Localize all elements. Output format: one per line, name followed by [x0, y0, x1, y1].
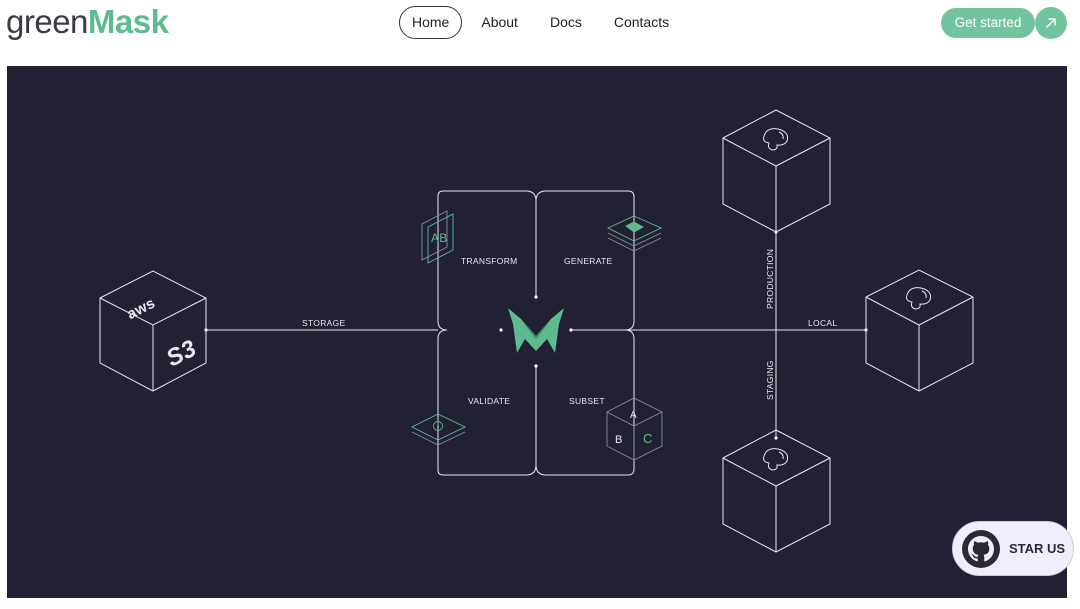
production-label: PRODUCTION [765, 249, 775, 309]
hero-diagram: aws S3 STORAGE TRANSFORM GENERATE VALIDA… [7, 66, 1067, 598]
main-nav: Home About Docs Contacts [399, 6, 688, 39]
brand-logo[interactable]: greenMask [6, 3, 169, 40]
transform-cards-icon [421, 210, 454, 264]
local-label: LOCAL [808, 318, 837, 328]
logo-mark: M [87, 3, 116, 40]
local-postgres-cube-icon [865, 269, 974, 392]
subset-letter-b: B [615, 434, 623, 446]
github-icon [962, 529, 1000, 568]
staging-label: STAGING [765, 360, 775, 400]
site-header: greenMask Home About Docs Contacts Get s… [0, 0, 1080, 62]
subset-letter-a: A [630, 410, 637, 421]
transform-letters: AB [431, 231, 448, 245]
nav-about[interactable]: About [481, 14, 518, 30]
production-postgres-cube-icon [722, 109, 831, 233]
star-us-label: STAR US [1009, 541, 1066, 556]
transform-left-line [437, 196, 448, 331]
nav-home[interactable]: Home [399, 6, 463, 39]
transform-bracket [437, 190, 537, 297]
get-started-button[interactable]: Get started [941, 8, 1035, 38]
arrow-up-right-icon[interactable] [1035, 7, 1067, 39]
logo-tail: ask [114, 3, 169, 40]
generate-label: GENERATE [564, 256, 613, 266]
staging-postgres-cube-icon [722, 429, 831, 553]
validate-layers-icon [410, 413, 467, 446]
generate-layers-icon [606, 215, 663, 252]
generate-bracket [535, 190, 635, 331]
s3-text: S3 [162, 335, 201, 373]
subset-label: SUBSET [569, 396, 605, 406]
validate-left-line [437, 329, 448, 470]
pipeline-diagram: aws S3 STORAGE TRANSFORM GENERATE VALIDA… [99, 109, 974, 553]
validate-label: VALIDATE [468, 396, 510, 406]
storage-label: STORAGE [302, 318, 346, 328]
nav-docs[interactable]: Docs [549, 14, 582, 30]
subset-letter-c: C [643, 431, 653, 446]
logo-lead: green [6, 3, 88, 40]
subset-cube-icon [606, 397, 663, 461]
star-us-button[interactable]: STAR US [952, 521, 1074, 576]
greenmask-logo-icon [508, 308, 564, 353]
nav-contacts[interactable]: Contacts [613, 14, 670, 30]
subset-bracket [535, 329, 635, 476]
transform-label: TRANSFORM [461, 256, 518, 266]
aws-s3-cube-icon [99, 270, 207, 392]
validate-bracket [437, 366, 537, 476]
